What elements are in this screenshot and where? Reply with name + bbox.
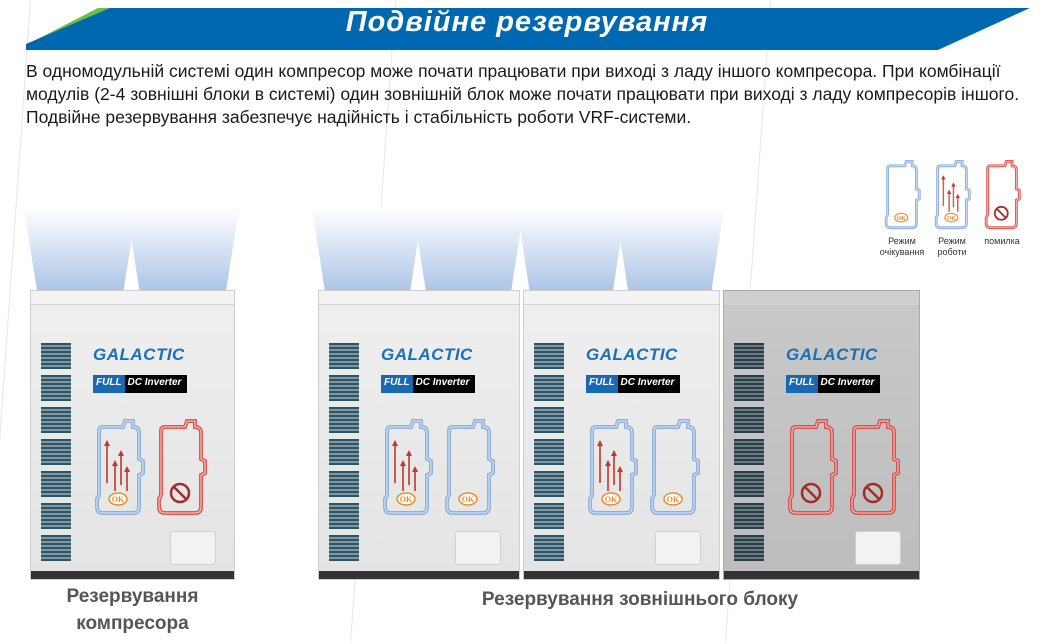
coil-fin: [329, 503, 359, 529]
badge-full: FULL: [586, 375, 618, 393]
coil-grille: [534, 343, 564, 565]
coil-fin: [41, 471, 71, 497]
coil-grille: [41, 343, 71, 565]
compressor-working-icon: OK: [93, 419, 145, 519]
svg-text:OK: OK: [667, 495, 680, 504]
badge-full: FULL: [381, 375, 413, 393]
airflow-beam: [312, 208, 423, 294]
compressor-working-icon: OK: [926, 160, 978, 232]
coil-fin: [534, 375, 564, 401]
coil-fin: [534, 439, 564, 465]
svg-text:OK: OK: [947, 216, 956, 222]
caption-compressor-backup: Резервування компресора: [66, 586, 199, 634]
unit-base: [31, 571, 234, 579]
coil-fin: [41, 535, 71, 561]
unit-top: [724, 291, 919, 305]
coil-fin: [41, 439, 71, 465]
svg-text:OK: OK: [462, 495, 475, 504]
badge-dc-inverter: DC Inverter: [817, 375, 881, 393]
service-panel: [170, 531, 216, 565]
brand-logo: GALACTIC: [786, 345, 878, 364]
unit-top: [319, 291, 519, 305]
legend-label: Режим роботи: [937, 236, 967, 257]
coil-fin: [329, 439, 359, 465]
airflow-beam: [615, 208, 724, 294]
compressor-error-icon: [848, 419, 900, 519]
coil-fin: [41, 343, 71, 369]
svg-text:OK: OK: [605, 495, 618, 504]
coil-fin: [734, 375, 764, 401]
compressor-standby-icon: OK: [876, 160, 928, 232]
airflow-beam: [413, 208, 524, 294]
coil-fin: [734, 535, 764, 561]
compressor-error-icon: [786, 419, 838, 519]
coil-fin: [734, 439, 764, 465]
legend-standby: OK Режим очікування: [876, 160, 928, 258]
coil-fin: [329, 343, 359, 369]
coil-fin: [41, 407, 71, 433]
coil-fin: [534, 471, 564, 497]
coil-fin: [329, 407, 359, 433]
legend-error: помилка: [976, 160, 1028, 247]
service-panel: [855, 531, 901, 565]
unit-top: [31, 291, 234, 305]
airflow-beam: [517, 208, 626, 294]
caption-unit-backup: Резервування зовнішнього блоку: [481, 589, 799, 610]
coil-fin: [734, 471, 764, 497]
compressor-working-icon: OK: [381, 419, 433, 519]
svg-text:OK: OK: [400, 495, 413, 504]
compressor-standby-icon: OK: [648, 419, 700, 519]
service-panel: [455, 531, 501, 565]
coil-fin: [734, 343, 764, 369]
coil-fin: [534, 535, 564, 561]
brand-logo: GALACTIC: [586, 345, 678, 364]
brand-logo: GALACTIC: [93, 345, 185, 364]
badge-dc-inverter: DC Inverter: [617, 375, 681, 393]
compressor-standby-icon: OK: [443, 419, 495, 519]
coil-fin: [734, 407, 764, 433]
svg-text:OK: OK: [112, 495, 125, 504]
description-text: В одномодульній системі один компресор м…: [26, 61, 1020, 127]
coil-fin: [329, 535, 359, 561]
unit-base: [319, 571, 519, 579]
compressor-error-icon: [155, 419, 207, 519]
coil-fin: [534, 407, 564, 433]
coil-fin: [534, 343, 564, 369]
coil-fin: [734, 503, 764, 529]
coil-fin: [329, 471, 359, 497]
coil-grille: [734, 343, 764, 565]
legend-label: помилка: [984, 236, 1020, 246]
brand-logo: GALACTIC: [381, 345, 473, 364]
page-title: Подвійне резервування: [345, 6, 709, 38]
legend-label: Режим очікування: [879, 236, 925, 257]
badge-full: FULL: [93, 375, 125, 393]
title-banner: [26, 8, 1030, 50]
unit-top: [524, 291, 719, 305]
coil-grille: [329, 343, 359, 565]
badge-dc-inverter: DC Inverter: [412, 375, 476, 393]
unit-base: [724, 571, 919, 579]
coil-fin: [534, 503, 564, 529]
compressor-working-icon: OK: [586, 419, 638, 519]
compressor-error-icon: [976, 160, 1028, 232]
service-panel: [655, 531, 701, 565]
airflow-beam: [24, 208, 137, 294]
svg-text:OK: OK: [897, 216, 906, 222]
badge-dc-inverter: DC Inverter: [124, 375, 188, 393]
coil-fin: [41, 503, 71, 529]
unit-base: [524, 571, 719, 579]
legend-working: OK Режим роботи: [926, 160, 978, 258]
airflow-beam: [126, 208, 239, 294]
coil-fin: [329, 375, 359, 401]
badge-full: FULL: [786, 375, 818, 393]
coil-fin: [41, 375, 71, 401]
